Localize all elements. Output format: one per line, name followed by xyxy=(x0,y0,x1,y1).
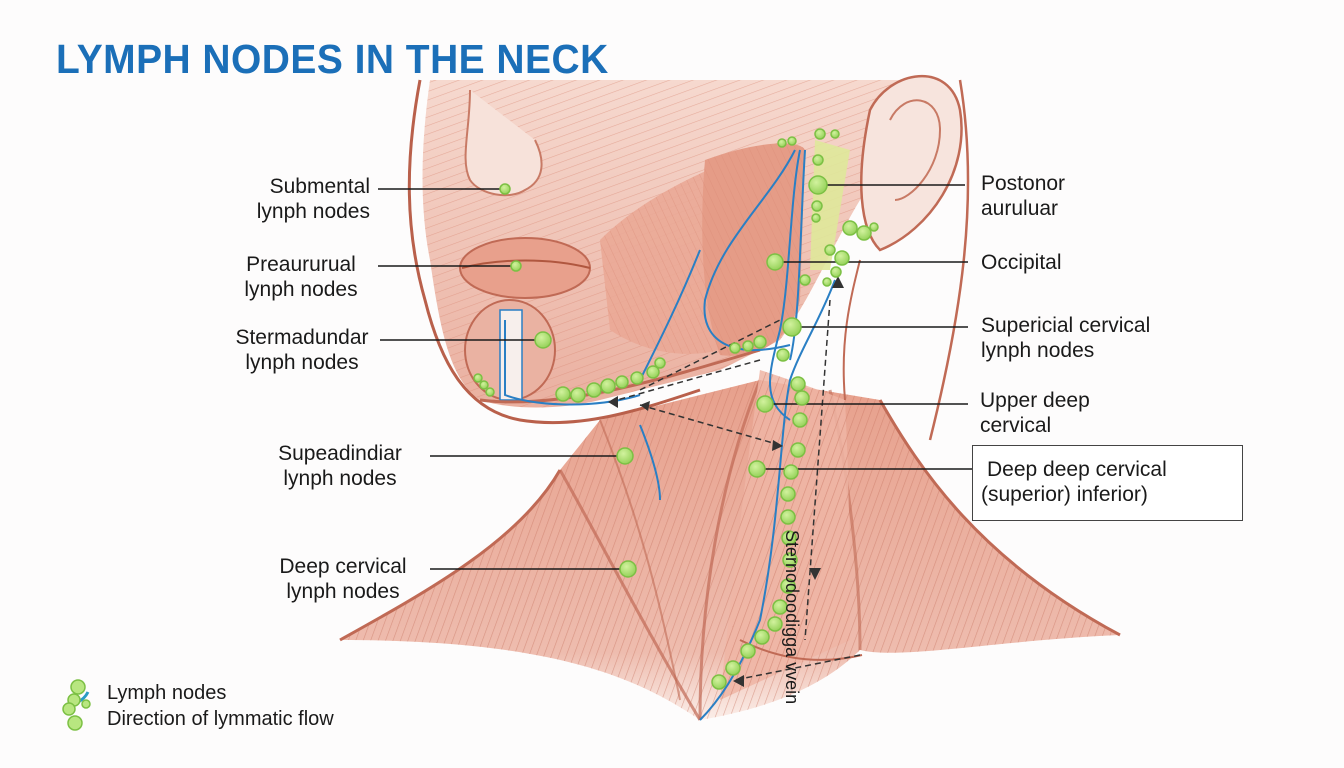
label-line2: lynph nodes xyxy=(244,278,358,301)
label-upper-deep-cervical: Upper deep cervical xyxy=(980,388,1090,438)
label-line2: cervical xyxy=(980,414,1052,437)
legend-labels: Lymph nodes Direction of lymmatic flow xyxy=(107,680,334,732)
label-line1: Submental xyxy=(269,175,370,198)
label-line2: auruluar xyxy=(981,197,1059,220)
label-line1: Deep deep cervical xyxy=(987,458,1167,481)
label-posterior-auricular: Postonor auruluar xyxy=(981,171,1065,221)
label-line1: Supericial cervical xyxy=(981,314,1151,337)
label-line2: lynph nodes xyxy=(256,200,370,223)
leader-lines xyxy=(378,184,972,570)
legend: Lymph nodes Direction of lymmatic flow xyxy=(62,678,334,743)
legend-flow-direction: Direction of lymmatic flow xyxy=(107,708,334,730)
label-superficial-cervical: Supericial cervical lynph nodes xyxy=(981,313,1150,363)
label-line2: lynph nodes xyxy=(245,351,359,374)
label-line1: Deep cervical xyxy=(279,555,407,578)
label-supraclavicular: Supeadindiar lynph nodes xyxy=(270,441,410,491)
boxed-label-deep-cervical: Deep deep cervical (superior) inferior) xyxy=(972,445,1243,521)
label-line2: (superior) inferior) xyxy=(981,483,1148,506)
label-line2: lynph nodes xyxy=(286,580,400,603)
arrow-heads-icon xyxy=(608,276,844,687)
label-occipital: Occipital xyxy=(981,250,1062,275)
label-submental: Submental lynph nodes xyxy=(230,174,370,224)
label-submandibular: Stermadundar lynph nodes xyxy=(214,325,390,375)
label-line1: Supeadindiar xyxy=(278,442,402,465)
label-line2: lynph nodes xyxy=(981,339,1095,362)
lymph-flow-arrows xyxy=(609,299,861,681)
label-line1: Upper deep xyxy=(980,389,1090,412)
label-line1: Preaururual xyxy=(246,253,356,276)
face-muscles xyxy=(407,74,970,441)
label-preauricular: Preaururual lynph nodes xyxy=(236,252,366,302)
page-title: LYMPH NODES IN THE NECK xyxy=(56,36,609,82)
label-line1: Occipital xyxy=(981,251,1062,274)
legend-lymph-nodes: Lymph nodes xyxy=(107,682,227,704)
label-line2: lynph nodes xyxy=(283,467,397,490)
label-line1: Postonor xyxy=(981,172,1066,195)
vertical-label-vein: Sternodoodigga vvein xyxy=(782,530,802,705)
label-deep-cervical-left: Deep cervical lynph nodes xyxy=(268,554,418,604)
label-line1: Stermadundar xyxy=(235,326,369,349)
lymph-node-cluster-icon xyxy=(62,679,91,731)
lymph-nodes xyxy=(473,128,879,690)
